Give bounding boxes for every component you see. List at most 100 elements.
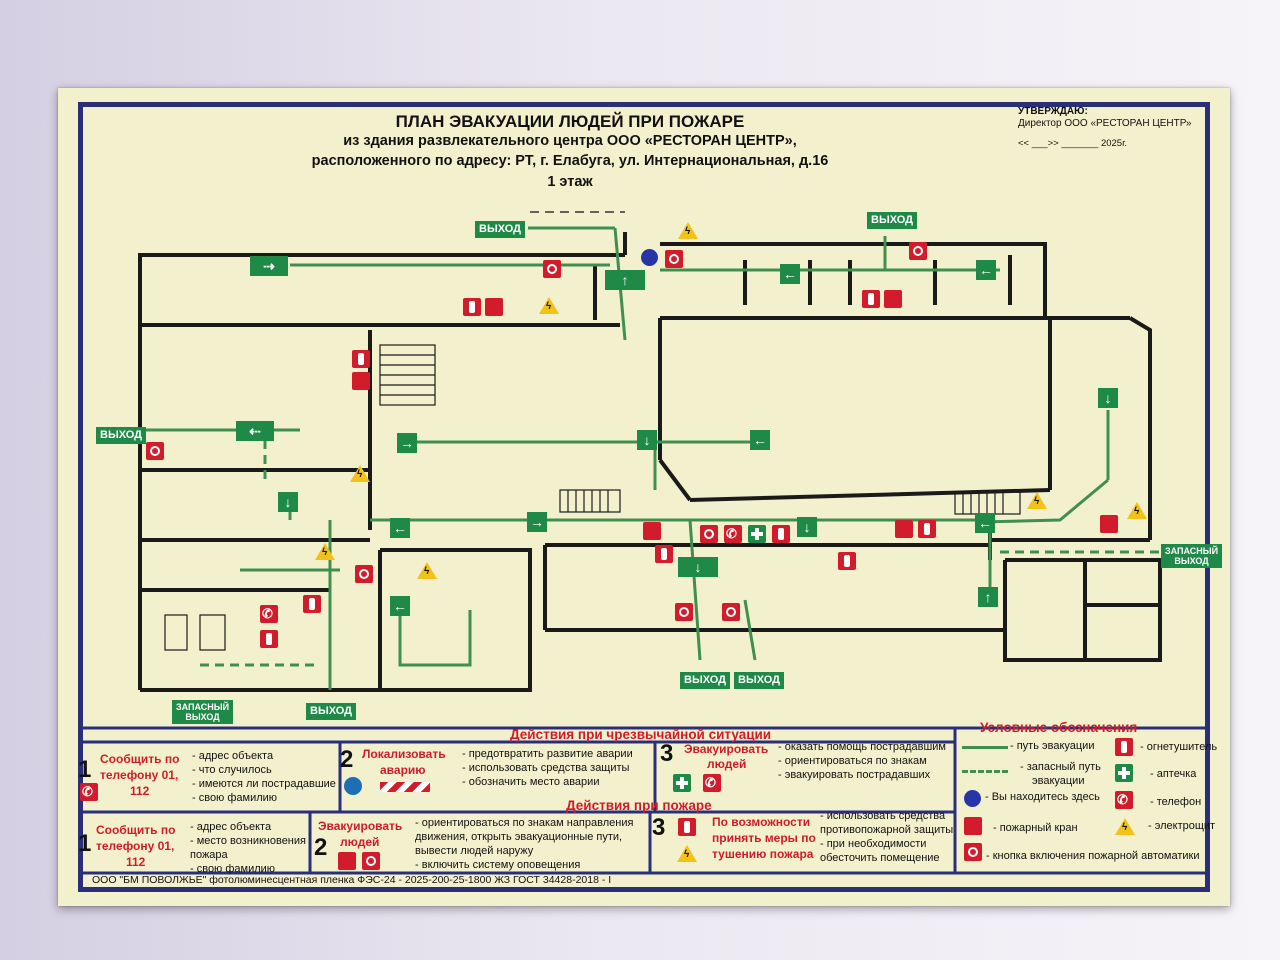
emergency-step-3-item: - эвакуировать пострадавших: [778, 769, 931, 781]
arrow-down-icon: ↓: [797, 517, 817, 537]
spare-exit-label-1: ЗАПАСНЫЙ: [1165, 546, 1219, 556]
fire-button-icon: [362, 852, 380, 870]
emergency-step-2-number: 2: [340, 746, 354, 773]
fire-step-2-item: движения, открыть эвакуационные пути,: [415, 831, 623, 843]
fire-button-icon: [964, 843, 982, 861]
emergency-step-3-title: Эвакуировать: [684, 742, 769, 756]
plan-subtitle-line: из здания развлекательного центра ООО «Р…: [343, 133, 797, 149]
fire-hydrant-icon: [895, 520, 913, 538]
fire-step-1-item: - адрес объекта: [190, 821, 272, 833]
fire-button-icon: [146, 442, 164, 460]
fire-hydrant-icon: [1100, 515, 1118, 533]
evac-path-swatch: [962, 746, 1008, 749]
arrow-left-icon: ←: [390, 518, 410, 538]
spare-path-swatch: [962, 770, 1008, 773]
emergency-step-1-item: - имеются ли пострадавшие: [192, 778, 336, 790]
fire-hydrant-icon: [352, 372, 370, 390]
extinguisher-icon: [303, 595, 321, 613]
arrow-right-icon: →: [397, 433, 417, 453]
extinguisher-icon: [862, 290, 880, 308]
approval-label: УТВЕРЖДАЮ:: [1018, 106, 1088, 117]
extinguisher-icon: [352, 350, 370, 368]
legend-hydrant: - пожарный кран: [993, 822, 1078, 834]
spare-exit-label-2: ВЫХОД: [1174, 556, 1209, 566]
spare-evacuation-paths: [200, 211, 1160, 667]
fire-button-icon: [355, 565, 373, 583]
spare-exit-sign-right: ЗАПАСНЫЙ ВЫХОД: [1161, 544, 1223, 568]
emergency-heading: Действия при чрезвычайной ситуации: [510, 727, 772, 742]
arrow-left-icon: ←: [976, 260, 996, 280]
fire-button-icon: [675, 603, 693, 621]
plan-title: ПЛАН ЭВАКУАЦИИ ЛЮДЕЙ ПРИ ПОЖАРЕ: [395, 112, 745, 131]
fire-step-3-item: обесточить помещение: [820, 852, 940, 864]
fire-button-icon: [665, 250, 683, 268]
phone-icon: ✆: [260, 605, 278, 623]
fire-step-1-title: Сообщить по: [96, 823, 176, 837]
arrow-left-icon: ←: [750, 430, 770, 450]
legend-you-are-here: - Вы находитесь здесь: [985, 791, 1100, 803]
arrow-down-icon: ↓: [1098, 388, 1118, 408]
exit-sign-top-right: ВЫХОД: [867, 212, 918, 229]
emergency-step-3-number: 3: [660, 740, 674, 767]
fire-hydrant-icon: [964, 817, 982, 835]
emergency-step-3-item: - ориентироваться по знакам: [778, 755, 927, 767]
fire-step-1-title-2: телефону 01,: [96, 839, 175, 853]
info-table-grid: [83, 726, 1205, 875]
fire-heading: Действия при пожаре: [566, 798, 712, 813]
emergency-step-2-item: - использовать средства защиты: [462, 762, 630, 774]
exit-running-man-icon: ⇢: [250, 256, 288, 276]
fire-step-3-title: По возможности: [712, 815, 811, 829]
fire-step-2-item: - включить систему оповещения: [415, 859, 581, 871]
extinguisher-icon: [918, 520, 936, 538]
electric-panel-icon: ϟ: [1027, 492, 1047, 509]
first-aid-icon: [748, 525, 766, 543]
electric-panel-icon: ϟ: [1127, 502, 1147, 519]
building-walls: [138, 232, 1162, 692]
fire-step-3-item: - использовать средства: [820, 810, 946, 822]
fire-step-2-title-2: людей: [340, 835, 380, 849]
fire-step-2-number: 2: [314, 834, 328, 861]
fire-hydrant-icon: [643, 522, 661, 540]
fire-step-1-title-3: 112: [126, 855, 146, 869]
emergency-step-2-title-2: аварию: [380, 763, 426, 777]
you-are-here-marker: [641, 249, 658, 266]
phone-icon: ✆: [1115, 791, 1133, 809]
exit-sign-bottom-1: ВЫХОД: [306, 703, 357, 720]
electric-panel-icon: ϟ: [539, 297, 559, 314]
fire-step-2-item: - ориентироваться по знакам направления: [415, 817, 634, 829]
fire-step-3-item: - при необходимости: [820, 838, 927, 850]
fire-hydrant-icon: [485, 298, 503, 316]
spare-exit-label-1: ЗАПАСНЫЙ: [176, 702, 230, 712]
plan-frame: [78, 102, 1210, 892]
fire-step-1-number: 1: [78, 830, 92, 857]
evacuation-paths: [140, 226, 1110, 690]
legend-first-aid: - аптечка: [1150, 768, 1197, 780]
emergency-step-1-number: 1: [78, 756, 92, 783]
electric-panel-icon: ϟ: [1115, 818, 1135, 835]
fire-button-icon: [722, 603, 740, 621]
exit-sign-top: ВЫХОД: [475, 221, 526, 238]
extinguisher-icon: [655, 545, 673, 563]
emergency-step-3-title-2: людей: [707, 757, 747, 771]
phone-icon: ✆: [724, 525, 742, 543]
extinguisher-icon: [838, 552, 856, 570]
fire-step-2-title: Эвакуировать: [318, 819, 403, 833]
plan-floor: 1 этаж: [547, 174, 593, 190]
extinguisher-icon: [463, 298, 481, 316]
arrow-right-icon: →: [527, 512, 547, 532]
emergency-step-2-title: Локализовать: [362, 747, 446, 761]
spare-exit-label-2: ВЫХОД: [185, 712, 220, 722]
stairs: [164, 344, 1021, 651]
arrow-left-icon: ←: [390, 596, 410, 616]
legend-extinguisher: - огнетушитель: [1140, 741, 1218, 753]
first-aid-icon: [673, 774, 691, 792]
emergency-step-1-title-2: телефону 01,: [100, 768, 179, 782]
emergency-step-2-item: - предотвратить развитие аварии: [462, 748, 633, 760]
electric-panel-icon: ϟ: [350, 465, 370, 482]
exit-sign-left: ВЫХОД: [96, 427, 147, 444]
arrow-down-icon: ↓: [637, 430, 657, 450]
protective-mask-icon: [344, 777, 362, 795]
approval-position: Директор ООО «РЕСТОРАН ЦЕНТР»: [1018, 118, 1192, 129]
electric-panel-icon: ϟ: [417, 562, 437, 579]
